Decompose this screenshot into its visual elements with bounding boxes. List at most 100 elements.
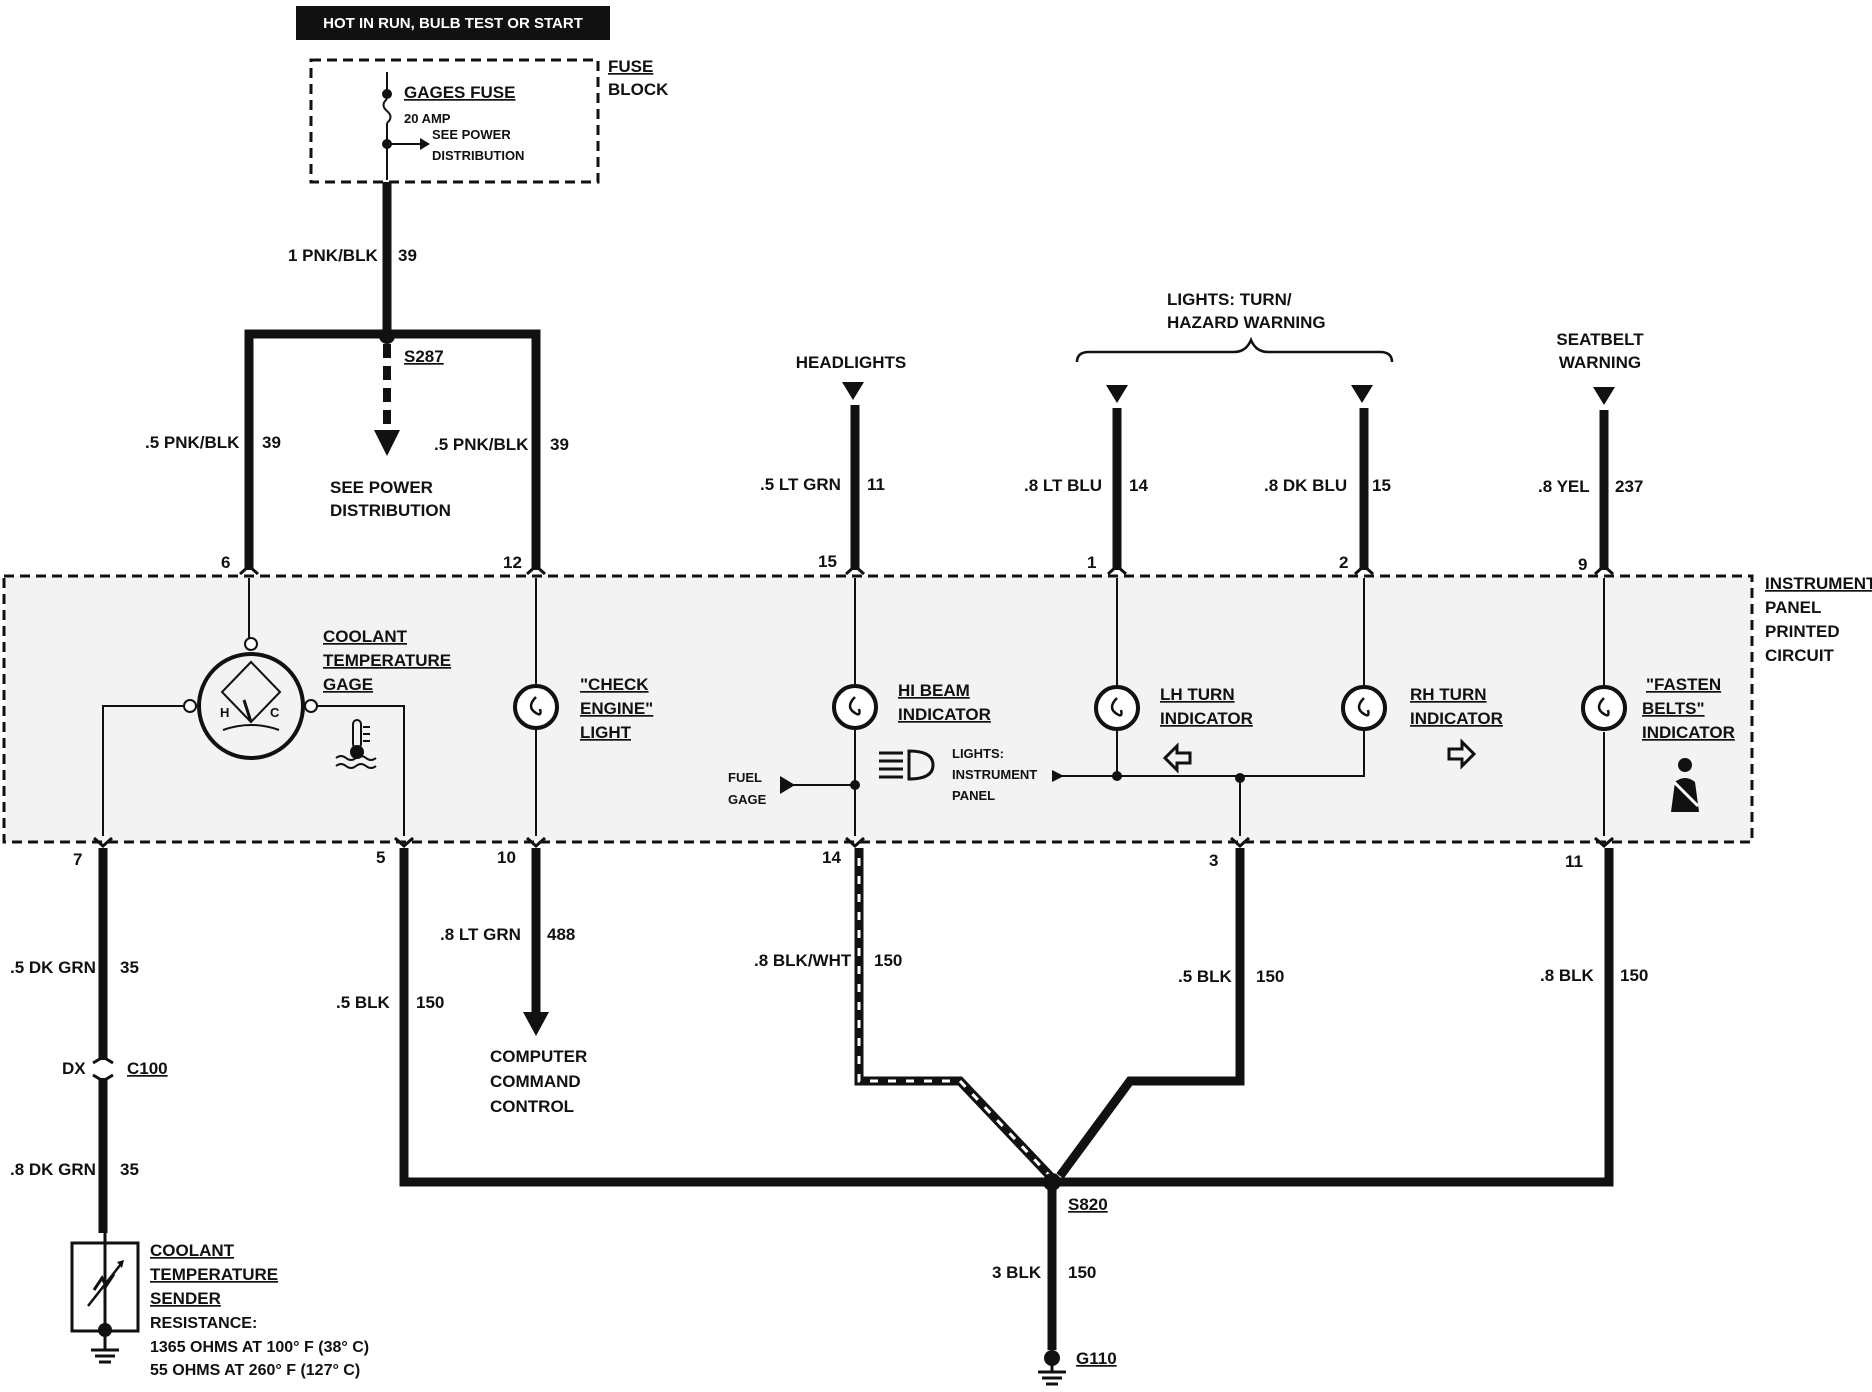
pin-2: 2 <box>1339 553 1348 572</box>
lights-ip-label-1: LIGHTS: <box>952 746 1004 761</box>
turn-hazard-label-1: LIGHTS: TURN/ <box>1167 290 1292 309</box>
pin-11: 11 <box>1565 852 1583 871</box>
gages-fuse-label: GAGES FUSE <box>404 83 515 102</box>
wire-dkgrn-lower-circuit: 35 <box>120 1160 139 1179</box>
coolant-gage-label-3: GAGE <box>323 675 373 694</box>
bulb-icon <box>1581 685 1627 731</box>
wire-seatbelt-color: .8 YEL <box>1538 477 1590 496</box>
pin-10: 10 <box>497 848 516 867</box>
wire-rhturn-circuit: 15 <box>1372 476 1391 495</box>
wire-headlights-color: .5 LT GRN <box>760 475 841 494</box>
source-triangle-icon <box>1106 385 1128 403</box>
wire-dkgrn-upper-color: .5 DK GRN <box>10 958 96 977</box>
temperature-icon <box>335 719 377 769</box>
coolant-gage-icon: H C <box>183 637 318 760</box>
pin-15: 15 <box>818 552 837 571</box>
wire-blk-pin11-color: .8 BLK <box>1540 966 1595 985</box>
pin-9: 9 <box>1578 555 1587 574</box>
wire-ltgrn488-color: .8 LT GRN <box>440 925 521 944</box>
fuel-gage-label-1: FUEL <box>728 770 762 785</box>
fuse-see-power-2: DISTRIBUTION <box>432 148 524 163</box>
wire-seatbelt-circuit: 237 <box>1615 477 1643 496</box>
wire-fuse-color: 1 PNK/BLK <box>288 246 378 265</box>
seatbelt-icon <box>1671 758 1700 812</box>
pin-12: 12 <box>503 553 522 572</box>
bulb-icon <box>1341 685 1387 731</box>
fuse-icon <box>382 98 392 124</box>
panel-label-4: CIRCUIT <box>1765 646 1835 665</box>
hi-beam-label-2: INDICATOR <box>898 705 991 724</box>
wire-blk-pin5-circuit: 150 <box>416 993 444 1012</box>
high-beam-icon <box>879 749 935 781</box>
fasten-belts-label-3: INDICATOR <box>1642 723 1735 742</box>
rh-turn-label-1: RH TURN <box>1410 685 1487 704</box>
fasten-belts-label-1: "FASTEN <box>1646 675 1721 694</box>
panel-label-1: INSTRUMENT <box>1765 574 1872 593</box>
wire-blkwht-circuit: 150 <box>874 951 902 970</box>
fuel-gage-arrow-icon <box>780 776 795 794</box>
wire-blk-pin11-circuit: 150 <box>1620 966 1648 985</box>
wire-dkgrn-upper-circuit: 35 <box>120 958 139 977</box>
coolant-sender-icon <box>70 1233 140 1337</box>
sender-label-2: TEMPERATURE <box>150 1265 278 1284</box>
ccc-label-3: CONTROL <box>490 1097 574 1116</box>
svg-text:H: H <box>220 705 229 720</box>
wire-right39-circuit: 39 <box>550 435 569 454</box>
pin-7: 7 <box>73 850 82 869</box>
fuel-gage-label-2: GAGE <box>728 792 767 807</box>
brace <box>1075 336 1394 363</box>
source-triangle-icon <box>842 382 864 400</box>
fasten-belts-label-2: BELTS" <box>1642 699 1705 718</box>
arrow-down-icon <box>374 430 400 456</box>
bulb-icon <box>513 684 559 730</box>
bulb-icon <box>1094 685 1140 731</box>
sender-label-3: SENDER <box>150 1289 221 1308</box>
ground-icon <box>91 1337 119 1364</box>
headlights-label: HEADLIGHTS <box>796 353 907 372</box>
wire-blk-pin5-color: .5 BLK <box>336 993 391 1012</box>
fuse-block-label-2: BLOCK <box>608 80 669 99</box>
wire-lhturn-circuit: 14 <box>1129 476 1148 495</box>
sender-label-1: COOLANT <box>150 1241 235 1260</box>
ccc-label-1: COMPUTER <box>490 1047 587 1066</box>
check-engine-label-3: LIGHT <box>580 723 632 742</box>
pin-14: 14 <box>822 848 841 867</box>
fuse-block-box <box>309 58 600 184</box>
instrument-panel-box <box>2 574 1754 844</box>
left-arrow-icon <box>1162 742 1192 774</box>
wire-ltgrn488-circuit: 488 <box>547 925 575 944</box>
see-power-distribution-2: DISTRIBUTION <box>330 501 451 520</box>
gages-fuse-rating: 20 AMP <box>404 111 451 126</box>
arrow-down-icon <box>523 1012 549 1036</box>
lh-turn-label-1: LH TURN <box>1160 685 1235 704</box>
connector-c100 <box>92 1055 114 1083</box>
lights-ip-label-3: PANEL <box>952 788 995 803</box>
check-engine-label-2: ENGINE" <box>580 699 653 718</box>
see-power-distribution-1: SEE POWER <box>330 478 433 497</box>
panel-label-2: PANEL <box>1765 598 1821 617</box>
ccc-label-2: COMMAND <box>490 1072 581 1091</box>
pin-1: 1 <box>1087 553 1096 572</box>
coolant-gage-label-1: COOLANT <box>323 627 408 646</box>
wire-headlights-circuit: 11 <box>867 475 885 494</box>
wire-ground-color: 3 BLK <box>992 1263 1042 1282</box>
ground-icon <box>1038 1364 1066 1386</box>
connector-dx: DX <box>62 1059 86 1078</box>
lh-turn-label-2: INDICATOR <box>1160 709 1253 728</box>
sender-label-5: 1365 OHMS AT 100° F (38° C) <box>150 1339 369 1356</box>
wire-blkwht-color: .8 BLK/WHT <box>754 951 852 970</box>
wire-left39-circuit: 39 <box>262 433 281 452</box>
wire-ground-circuit: 150 <box>1068 1263 1096 1282</box>
ground-g110-label: G110 <box>1076 1349 1117 1368</box>
check-engine-label-1: "CHECK <box>580 675 649 694</box>
turn-hazard-label-2: HAZARD WARNING <box>1167 313 1326 332</box>
fuse-block-label: FUSE <box>608 57 653 76</box>
hi-beam-label-1: HI BEAM <box>898 681 970 700</box>
wire-left39-color: .5 PNK/BLK <box>145 433 240 452</box>
header-text: HOT IN RUN, BULB TEST OR START <box>323 15 583 32</box>
wire-blk-pin3-circuit: 150 <box>1256 967 1284 986</box>
wire-lhturn-color: .8 LT BLU <box>1024 476 1102 495</box>
svg-text:C: C <box>270 705 280 720</box>
seatbelt-label-2: WARNING <box>1559 353 1641 372</box>
